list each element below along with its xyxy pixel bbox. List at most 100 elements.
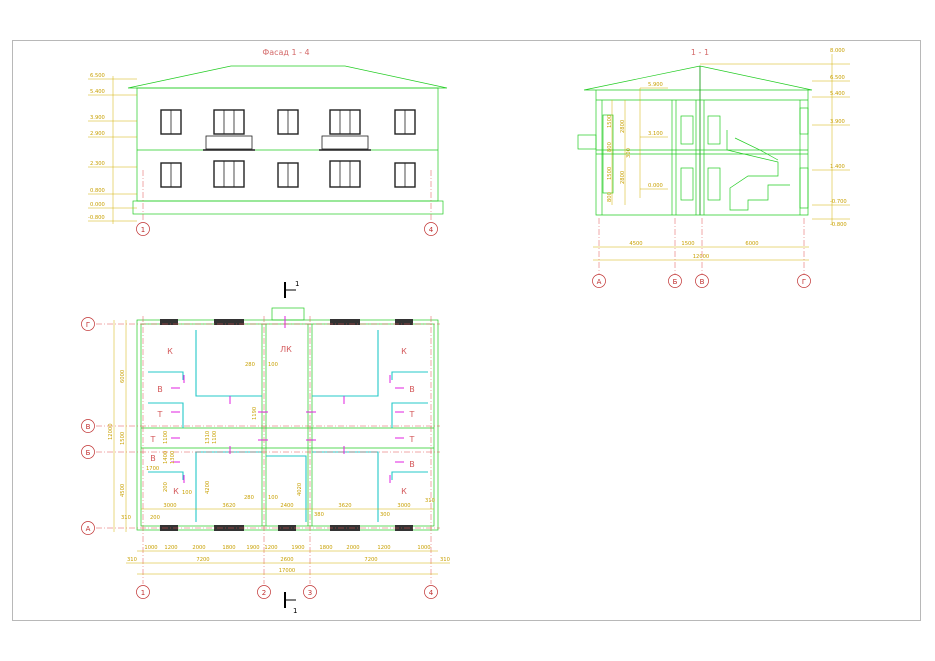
section-level: 6.500 [830, 75, 845, 81]
facade-plinth [132, 200, 444, 215]
facade-title: Фасад 1 - 4 [262, 48, 309, 57]
facade-windows-lower [160, 160, 416, 188]
plan-dim: 12000 [108, 423, 114, 440]
plan-dim: 310 [121, 515, 131, 521]
room-label: Т [150, 435, 156, 444]
room-label: К [167, 347, 173, 356]
room-label: Т [409, 410, 415, 419]
facade-wall [136, 87, 439, 202]
plan-dim: 2000 [192, 545, 205, 551]
plan-dim: 3620 [338, 503, 351, 509]
section-dim: 1500 [681, 241, 694, 247]
plan-dim: 1800 [222, 545, 235, 551]
plan-dim: 1200 [377, 545, 390, 551]
facade-level: 6.500 [90, 73, 105, 79]
plan-dim: 310 [440, 557, 450, 563]
plan-row-axis: А [86, 525, 91, 533]
plan-doors [171, 316, 404, 483]
section-dim: 800 [607, 142, 613, 152]
room-label: В [409, 460, 415, 469]
plan-dim: 2400 [280, 503, 293, 509]
section-inner-level: 5.900 [648, 82, 663, 88]
plan-dim: 310 [127, 557, 137, 563]
section-level: 3.900 [830, 119, 845, 125]
plan-dim: 4020 [297, 483, 303, 496]
plan-dim: 7200 [196, 557, 209, 563]
plan-dim: 3000 [163, 503, 176, 509]
section-view: 1 - 1 [577, 48, 850, 288]
section-level: -0.700 [830, 199, 847, 205]
plan-dim: 1900 [246, 545, 259, 551]
facade-level: 2.900 [90, 131, 105, 137]
plan-col-axis: 2 [262, 589, 266, 597]
cut-label-top: 1 [295, 280, 299, 288]
section-dim: 1500 [607, 115, 613, 128]
plan-dim: 200 [163, 482, 169, 492]
plan-dim: 1000 [417, 545, 430, 551]
section-axis-label: Б [673, 278, 678, 286]
facade-roof [127, 65, 448, 89]
facade-level: 5.400 [90, 89, 105, 95]
section-axis-label: А [597, 278, 602, 286]
room-label: В [150, 454, 156, 463]
plan-dim: 1300 [170, 451, 176, 464]
plan-row-axis: Г [86, 321, 90, 329]
plan-row-axis: В [86, 423, 91, 431]
plan-dim: 280 [245, 362, 255, 368]
room-label: В [157, 385, 163, 394]
room-label: К [401, 347, 407, 356]
plan-dim: 6000 [120, 370, 126, 383]
section-level: -0.800 [830, 222, 847, 228]
plan-col-axis: 3 [308, 589, 312, 597]
plan-col-axis: 1 [141, 589, 145, 597]
room-label: К [173, 487, 179, 496]
section-level: 5.400 [830, 91, 845, 97]
plan-dim: 3620 [222, 503, 235, 509]
section-level-marks [700, 54, 850, 225]
room-label: К [401, 487, 407, 496]
plan-dim: 100 [268, 495, 278, 501]
room-label: В [409, 385, 415, 394]
plan-dim: 1190 [252, 407, 258, 420]
cut-label-bottom: 1 [293, 607, 297, 615]
section-dim: 6000 [745, 241, 758, 247]
room-label: Т [409, 435, 415, 444]
plan-dim: 300 [380, 512, 390, 518]
plan-dim: 1100 [212, 431, 218, 444]
plan-dim: 100 [268, 362, 278, 368]
plan-dim: 1700 [146, 466, 159, 472]
section-dim: 4500 [629, 241, 642, 247]
facade-view: Фасад 1 - 4 [88, 48, 448, 236]
plan-dim: 1900 [291, 545, 304, 551]
facade-windows-upper [160, 109, 416, 151]
facade-axis-marker [424, 222, 438, 236]
section-inner-level: 0.000 [648, 183, 663, 189]
section-dim: 2800 [620, 171, 626, 184]
facade-level: 0.800 [90, 188, 105, 194]
plan-dim: 3000 [397, 503, 410, 509]
facade-level: -0.800 [88, 215, 105, 221]
section-inner-level: 3.100 [648, 131, 663, 137]
plan-dim: 310 [425, 498, 435, 504]
section-roof [583, 65, 813, 91]
plan-dim: 1500 [120, 432, 126, 445]
section-stairs [726, 130, 790, 211]
plan-dim: 1200 [264, 545, 277, 551]
facade-level-marks [88, 76, 137, 224]
plan-dim: 4200 [205, 481, 211, 494]
facade-axis-label: 1 [141, 226, 145, 234]
plan-dim: 100 [182, 490, 192, 496]
section-level: 1.400 [830, 164, 845, 170]
plan-dim: 1400 [163, 451, 169, 464]
facade-axis-label: 4 [429, 226, 434, 234]
plan-dim: 1000 [144, 545, 157, 551]
section-axis-label: Г [802, 278, 806, 286]
section-axis-label: В [700, 278, 705, 286]
plan-dim: 2600 [280, 557, 293, 563]
plan-dim: 2000 [346, 545, 359, 551]
plan-dim: 1200 [164, 545, 177, 551]
plan-dim: 1800 [319, 545, 332, 551]
plan-dim: 7200 [364, 557, 377, 563]
